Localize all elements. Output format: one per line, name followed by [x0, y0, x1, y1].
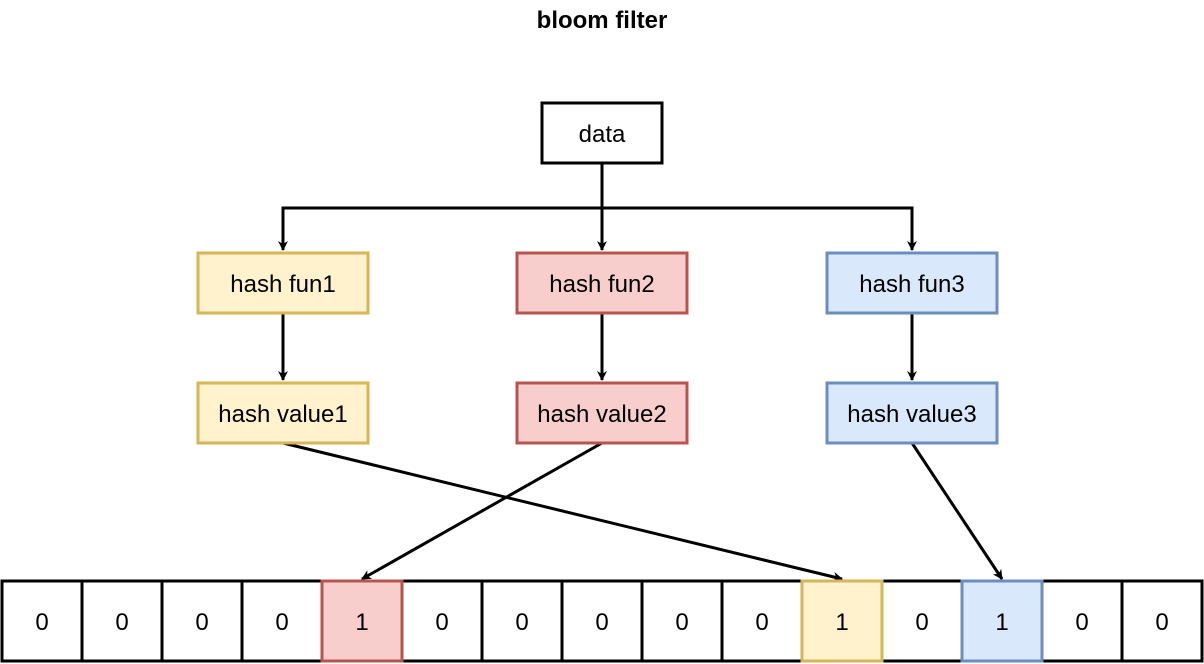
bit-cell-value: 0 [1075, 609, 1088, 636]
bit-cell-value: 1 [995, 609, 1008, 636]
arrow-hash-value-3-to-bit-12 [910, 442, 1004, 580]
data-node-box [540, 101, 664, 165]
hash-function-node-3: hash fun3 [825, 251, 999, 315]
hash-value-node-1: hash value1 [196, 381, 370, 445]
bit-cell-box [480, 579, 564, 663]
bit-cell-6: 0 [480, 579, 564, 663]
hash-value-box-2 [515, 381, 689, 445]
hash-value-box-3 [825, 381, 999, 445]
hash-function-box-1 [196, 251, 370, 315]
bit-cell-box [800, 579, 884, 663]
bit-cell-0: 0 [0, 579, 84, 663]
bit-cell-10: 1 [800, 579, 884, 663]
bit-cell-value: 0 [595, 609, 608, 636]
bit-cell-box [1120, 579, 1204, 663]
bit-array: 0 0 0 0 0 0 0 0 0 0 0 0 1 1 1 [0, 579, 1204, 663]
bit-cell-box [1040, 579, 1124, 663]
bit-cell-14: 0 [1120, 579, 1204, 663]
hash-value-label-3: hash value3 [847, 401, 976, 428]
arrow-hash-value-1-to-bit-10 [282, 441, 843, 582]
hash-function-label-1: hash fun1 [230, 271, 335, 298]
hash-value-node-3: hash value3 [825, 381, 999, 445]
arrow-data-to-hash-fun-3 [602, 206, 917, 251]
bit-cell-box [240, 579, 324, 663]
bit-cell-8: 0 [640, 579, 724, 663]
bit-cell-value: 0 [755, 609, 768, 636]
hash-function-label-3: hash fun3 [859, 271, 964, 298]
hash-function-node-1: hash fun1 [196, 251, 370, 315]
hash-value-label-2: hash value2 [537, 401, 666, 428]
bit-cell-12: 1 [960, 579, 1044, 663]
hash-function-box-3 [825, 251, 999, 315]
bit-cell-value: 0 [115, 609, 128, 636]
hash-function-node-2: hash fun2 [515, 251, 689, 315]
hash-function-label-2: hash fun2 [549, 271, 654, 298]
diagram-title: bloom filter [537, 7, 668, 34]
bit-cell-value: 0 [1155, 609, 1168, 636]
bit-cell-9: 0 [720, 579, 804, 663]
bit-cell-box [640, 579, 724, 663]
bit-cell-box [320, 579, 404, 663]
data-node-label: data [579, 121, 626, 148]
bit-cell-value: 1 [355, 609, 368, 636]
arrow-data-to-hash-fun-1 [278, 206, 602, 251]
bit-cell-value: 0 [195, 609, 208, 636]
bit-cell-value: 0 [915, 609, 928, 636]
bit-cell-value: 0 [675, 609, 688, 636]
bit-cell-5: 0 [400, 579, 484, 663]
bit-cell-2: 0 [160, 579, 244, 663]
bit-cell-value: 0 [35, 609, 48, 636]
arrow-hash-value-2-to-bit-4 [361, 441, 603, 581]
bit-cell-4: 1 [320, 579, 404, 663]
bit-cell-box [80, 579, 164, 663]
hash-function-box-2 [515, 251, 689, 315]
bit-cell-13: 0 [1040, 579, 1124, 663]
bit-cell-box [720, 579, 804, 663]
bit-cell-box [960, 579, 1044, 663]
bit-cell-value: 0 [275, 609, 288, 636]
bit-cell-11: 0 [880, 579, 964, 663]
hash-value-box-1 [196, 381, 370, 445]
bit-cell-value: 0 [435, 609, 448, 636]
bit-cell-7: 0 [560, 579, 644, 663]
connector-layer [278, 163, 1004, 582]
bit-cell-3: 0 [240, 579, 324, 663]
hash-value-label-1: hash value1 [218, 401, 347, 428]
bit-cell-value: 0 [515, 609, 528, 636]
bit-cell-1: 0 [80, 579, 164, 663]
data-node: data [540, 101, 664, 165]
bit-cell-value: 1 [835, 609, 848, 636]
hash-value-node-2: hash value2 [515, 381, 689, 445]
